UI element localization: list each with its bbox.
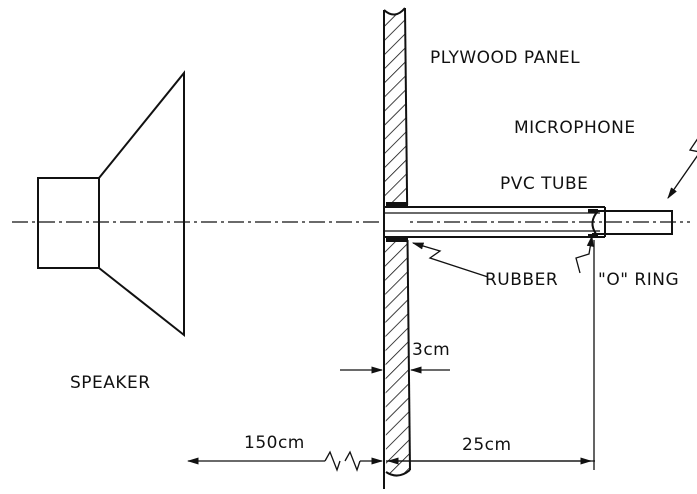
rubber-label: RUBBER	[485, 270, 558, 290]
tube-length-label: 25cm	[462, 435, 512, 455]
rubber-leader	[411, 242, 489, 278]
plywood-panel-label: PLYWOOD PANEL	[430, 48, 580, 68]
panel-thickness-dimension: 3cm	[340, 340, 450, 374]
o-ring-leader	[575, 234, 594, 274]
speaker-icon	[37, 70, 185, 338]
speaker-label: SPEAKER	[70, 373, 151, 393]
microphone-label: MICROPHONE	[514, 118, 636, 138]
pvc-tube-icon	[385, 202, 606, 242]
pvc-tube-label: PVC TUBE	[500, 174, 588, 194]
panel-thickness-label: 3cm	[412, 340, 450, 360]
o-ring-label: "O" RING	[598, 270, 679, 290]
microphone-icon	[588, 209, 673, 238]
microphone-leader	[667, 138, 697, 199]
plywood-panel-icon	[383, 7, 411, 489]
speaker-distance-label: 150cm	[244, 433, 305, 453]
distance-dimensions: 150cm 25cm	[186, 240, 595, 472]
